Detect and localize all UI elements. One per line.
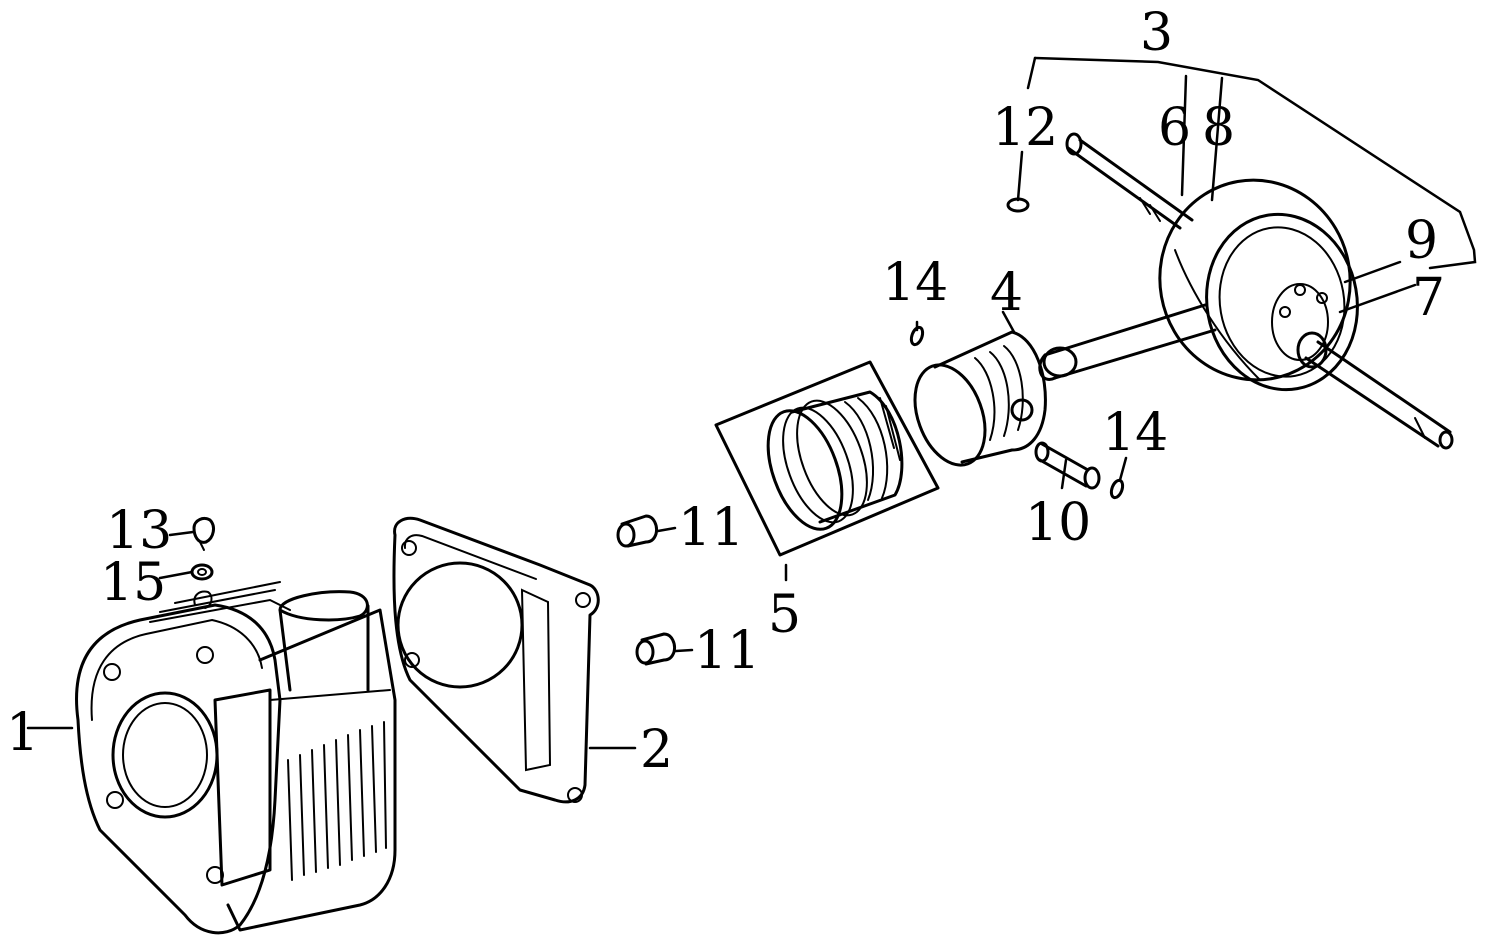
callout-15: 15 bbox=[100, 553, 166, 613]
washer-15 bbox=[190, 563, 214, 581]
cylinder-block bbox=[75, 581, 397, 935]
callout-6: 6 bbox=[1158, 98, 1191, 158]
callout-12: 12 bbox=[992, 98, 1058, 158]
crankshaft-assembly bbox=[1038, 132, 1454, 450]
dowel-pin-upper bbox=[616, 514, 658, 548]
callout-13: 13 bbox=[106, 501, 172, 561]
dowel-pin-lower bbox=[635, 632, 676, 666]
callout-8: 8 bbox=[1202, 98, 1235, 158]
cooling-fins bbox=[287, 721, 387, 881]
callout-labels: 1 2 3 4 5 6 7 8 9 10 11 11 12 13 14 14 1… bbox=[6, 3, 1445, 780]
callout-2: 2 bbox=[640, 720, 673, 780]
callout-9: 9 bbox=[1405, 211, 1438, 271]
bolt-13 bbox=[192, 516, 215, 551]
piston-pin-clip-right bbox=[1109, 478, 1125, 500]
callout-14-right: 14 bbox=[1102, 403, 1168, 463]
callout-14-left: 14 bbox=[882, 253, 948, 313]
cylinder-gasket bbox=[392, 516, 600, 804]
piston-ring-set bbox=[714, 360, 940, 557]
piston bbox=[913, 330, 1047, 467]
callout-4: 4 bbox=[990, 263, 1023, 323]
callout-10: 10 bbox=[1025, 493, 1091, 553]
callout-11-upper: 11 bbox=[678, 498, 744, 558]
callout-3: 3 bbox=[1140, 3, 1173, 63]
callout-5: 5 bbox=[768, 585, 801, 645]
piston-pin-clip-left bbox=[909, 325, 925, 347]
callout-7: 7 bbox=[1412, 268, 1445, 328]
piston-pin bbox=[1034, 441, 1101, 490]
leader-lines bbox=[26, 56, 1477, 750]
callout-1: 1 bbox=[6, 703, 39, 763]
callout-11-lower: 11 bbox=[694, 621, 760, 681]
